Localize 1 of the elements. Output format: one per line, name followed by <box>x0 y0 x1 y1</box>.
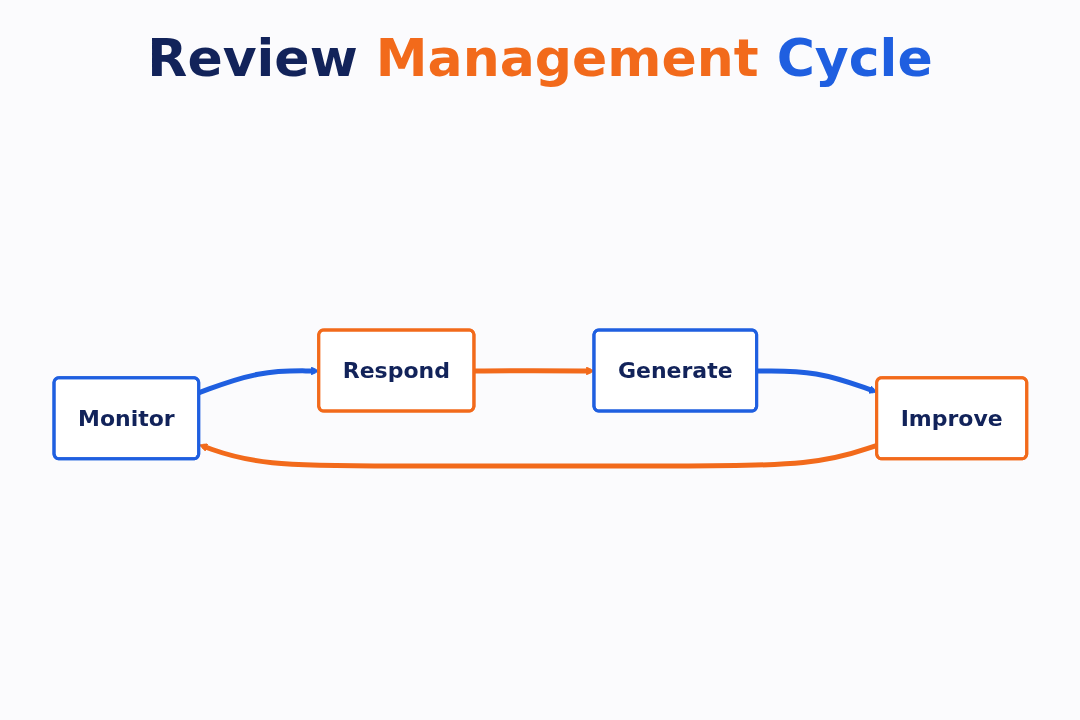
title: Review Management Cycle <box>146 27 934 88</box>
